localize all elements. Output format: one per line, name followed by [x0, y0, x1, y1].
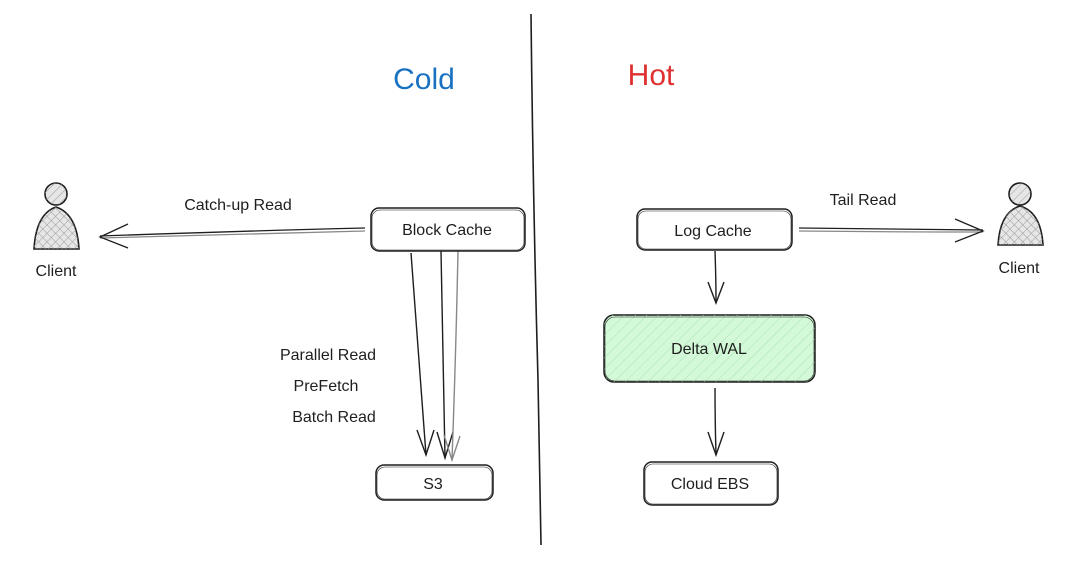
catch-up-read-label: Catch-up Read: [184, 197, 292, 214]
section-divider: [530, 13, 542, 546]
client-left-icon: [33, 182, 80, 250]
log-cache-label: Log Cache: [674, 223, 751, 240]
cold-title: Cold: [393, 63, 455, 96]
s3-label: S3: [423, 476, 443, 493]
batch-read-label: Batch Read: [292, 409, 376, 426]
log-cache-node: [636, 208, 793, 251]
client-right-label: Client: [999, 260, 1040, 277]
client-left-label: Client: [36, 263, 77, 280]
block-cache-node: [370, 207, 526, 252]
tail-read-arrow: [798, 218, 985, 243]
client-right-icon: [997, 182, 1044, 246]
block-cache-to-s3-arrows: [410, 250, 461, 463]
s3-node: [375, 464, 494, 501]
block-cache-label: Block Cache: [402, 222, 492, 239]
cloud-ebs-label: Cloud EBS: [671, 476, 749, 493]
cloud-ebs-node: [643, 461, 779, 506]
log-cache-to-wal-arrow: [707, 250, 725, 305]
prefetch-label: PreFetch: [294, 378, 359, 395]
parallel-read-label: Parallel Read: [280, 347, 376, 364]
wal-to-ebs-arrow: [707, 387, 725, 458]
delta-wal-label: Delta WAL: [671, 341, 747, 358]
hot-title: Hot: [628, 59, 675, 92]
catch-up-read-arrow: [98, 223, 366, 249]
tail-read-label: Tail Read: [830, 192, 897, 209]
delta-wal-node: [603, 314, 816, 383]
